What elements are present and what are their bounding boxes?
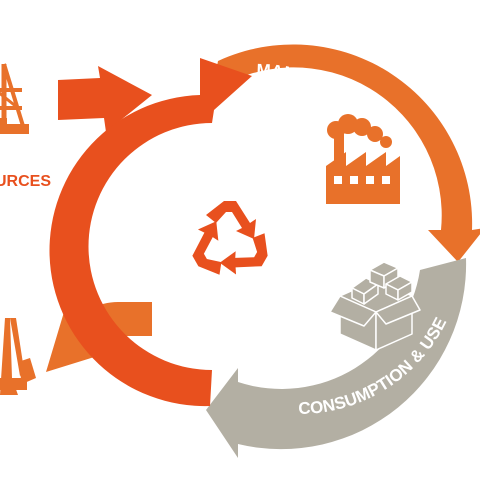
boxes-icon <box>329 261 421 351</box>
recycle-icon <box>192 201 268 275</box>
resources-label: URCES <box>0 173 51 190</box>
recycling-label: RECYCLING <box>129 191 158 293</box>
factory-icon <box>326 114 400 204</box>
recycling-arc <box>49 58 253 407</box>
resources-to-cycle-arrow <box>58 66 152 132</box>
svg-text:RECYCLING: RECYCLING <box>129 191 158 293</box>
consumption-arc <box>206 258 467 458</box>
excavator-icon <box>0 318 36 395</box>
manufacturing-arc <box>212 44 480 262</box>
oil-rig-icon <box>0 63 29 134</box>
